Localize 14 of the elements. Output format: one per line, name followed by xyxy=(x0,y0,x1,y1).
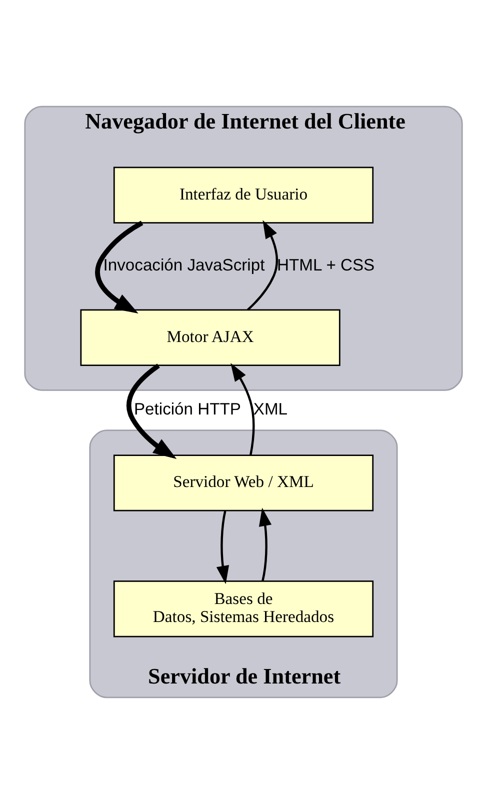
edge-label: XML xyxy=(253,399,288,418)
edge-label: Invocación JavaScript xyxy=(103,255,265,274)
node-box: Motor AJAX xyxy=(80,308,340,366)
node-box: Interfaz de Usuario xyxy=(113,166,374,224)
arrow xyxy=(230,362,255,455)
arrow xyxy=(216,510,230,584)
arrow xyxy=(258,507,272,581)
node-box: Servidor Web / XML xyxy=(113,454,374,511)
edge-label: Petición HTTP xyxy=(134,399,241,418)
node-box: Bases de Datos, Sistemas Heredados xyxy=(113,580,374,637)
edge-label: HTML + CSS xyxy=(277,255,375,274)
arrow xyxy=(246,220,278,310)
arrow xyxy=(95,220,144,313)
arrow xyxy=(126,363,177,459)
